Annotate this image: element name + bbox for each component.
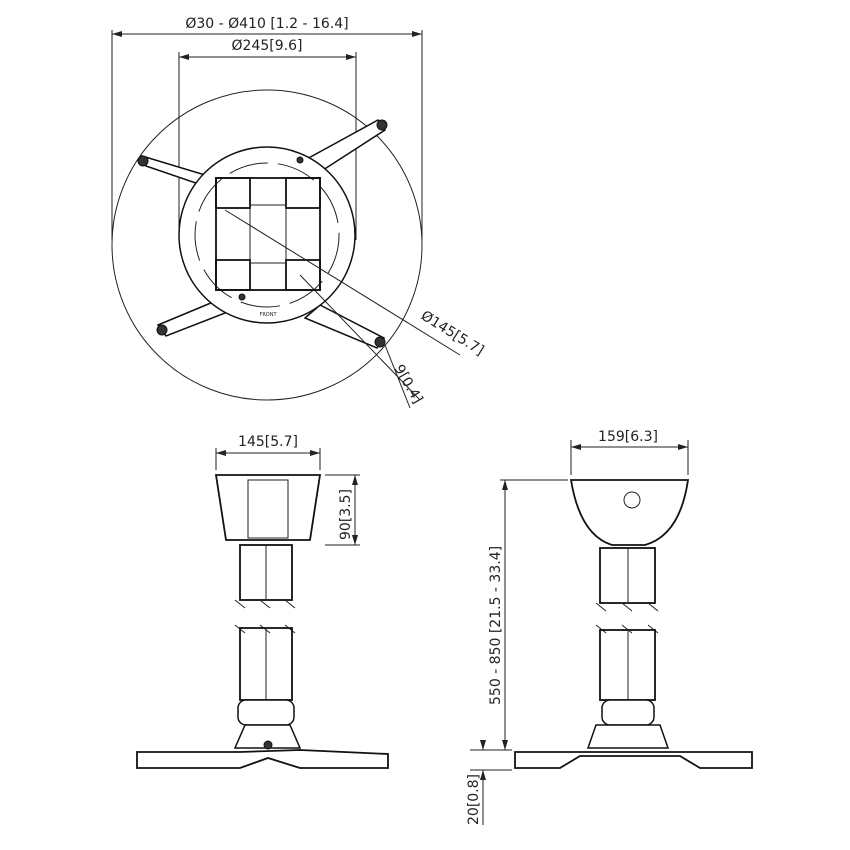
base-side xyxy=(514,751,753,769)
top-view: Ø30 - Ø410 [1.2 - 16.4] Ø245[9.6] FRONT xyxy=(111,16,487,409)
front-view: 145[5.7] 90[3.5] xyxy=(136,434,389,769)
length-range-label: 550 - 850 [21.5 - 33.4] xyxy=(488,546,504,705)
reach-circle xyxy=(111,89,423,401)
side-view: 159[6.3] 550 - 850 [21.5 - 33.4] 20[0.8] xyxy=(466,429,753,825)
knob xyxy=(237,699,295,726)
ceiling-plate xyxy=(178,146,356,324)
adapter-block xyxy=(215,177,321,291)
front-height-label: 90[3.5] xyxy=(338,489,354,540)
plate-diameter-label: Ø245[9.6] xyxy=(232,38,303,54)
outer-diameter-label: Ø30 - Ø410 [1.2 - 16.4] xyxy=(185,16,348,32)
base-feet xyxy=(136,749,389,769)
bolt-circle-label: Ø145[5.7] xyxy=(418,308,487,359)
front-marking: FRONT xyxy=(259,312,277,318)
cup xyxy=(214,474,322,541)
cup-side xyxy=(569,479,690,546)
slot-width-label: 9[0.4] xyxy=(391,362,426,406)
front-width-label: 145[5.7] xyxy=(238,434,298,450)
side-width-label: 159[6.3] xyxy=(598,429,658,445)
base-height-label: 20[0.8] xyxy=(466,774,482,825)
